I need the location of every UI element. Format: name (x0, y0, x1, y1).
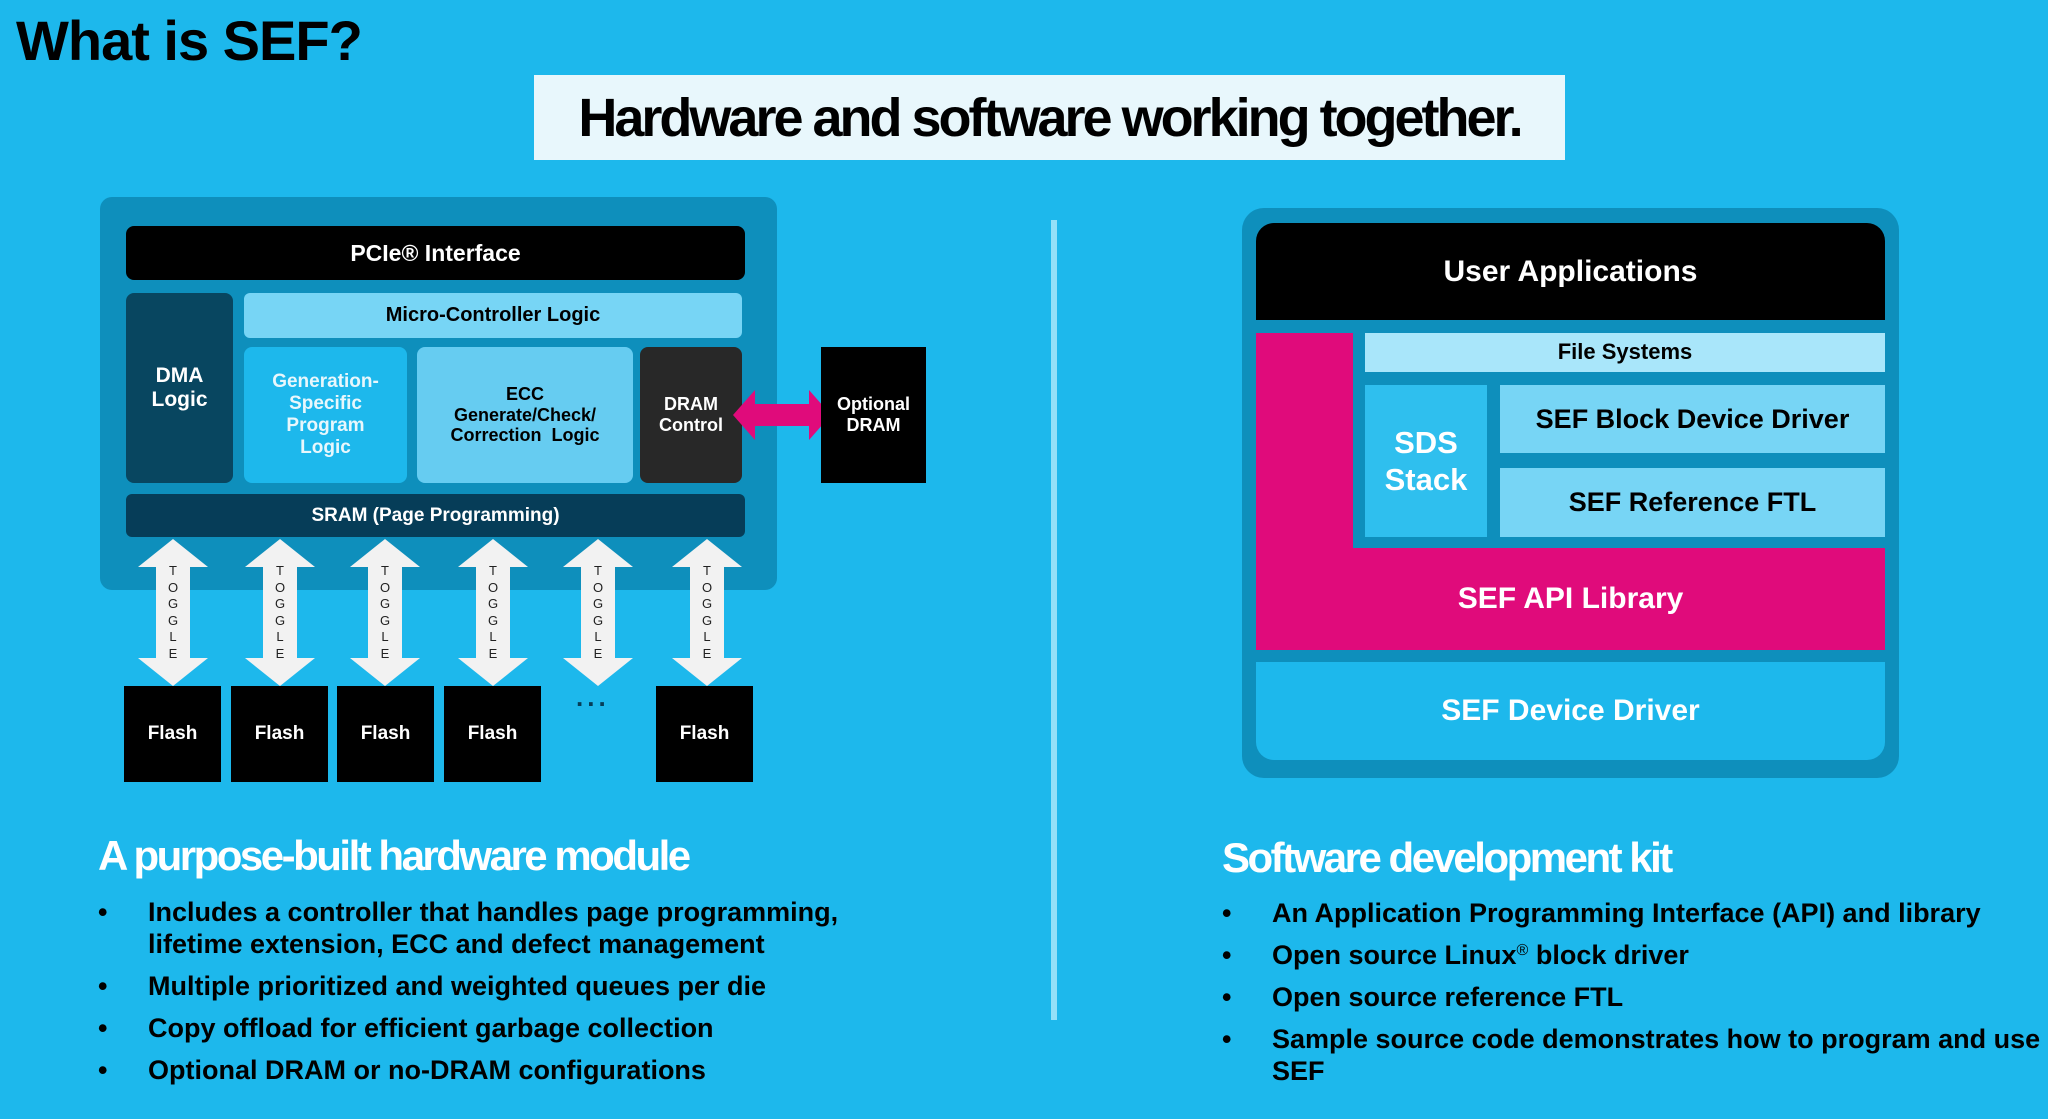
more-flash-ellipsis: ... (576, 682, 610, 712)
optional-dram-line2: DRAM (846, 415, 901, 435)
gen-line4: Logic (300, 436, 351, 458)
dram-control-line1: DRAM (663, 394, 718, 415)
ecc-line2: Generate/Check/ (453, 404, 597, 425)
sef-block-device-driver-block: SEF Block Device Driver (1500, 385, 1885, 453)
sram-page-programming-block: SRAM (Page Programming) (126, 494, 745, 537)
dram-control-line2: Control (659, 415, 723, 435)
hardware-section-heading: A purpose-built hardware module (98, 832, 691, 879)
software-section-heading: Software development kit (1222, 834, 1673, 881)
bullet-icon: • (1222, 940, 1232, 970)
registered-mark: ® (1516, 942, 1529, 959)
sef-api-library-layer: SEF API Library (1256, 548, 1885, 650)
bullet-text: Sample source code demonstrates how to p… (1272, 1024, 2041, 1086)
hardware-bullet: • Includes a controller that handles page… (98, 896, 898, 960)
user-applications-layer: User Applications (1256, 223, 1885, 320)
bullet-text: Open source reference FTL (1272, 982, 1624, 1012)
sds-line2: Stack (1384, 462, 1468, 497)
tagline-banner: Hardware and software working together. (534, 75, 1565, 160)
tagline-text: Hardware and software working together. (578, 87, 1523, 148)
software-bullet: • Open source reference FTL (1222, 981, 2042, 1013)
bullet-text: Multiple prioritized and weighted queues… (148, 971, 767, 1001)
bullet-text: Open source Linux (1272, 940, 1517, 970)
toggle-double-arrow-icon (563, 539, 633, 686)
ecc-line3: Correction Logic (450, 425, 600, 446)
toggle-double-arrow-icon (672, 539, 742, 686)
toggle-double-arrow-icon (245, 539, 315, 686)
sef-device-driver-layer: SEF Device Driver (1256, 662, 1885, 760)
hardware-bullet: • Multiple prioritized and weighted queue… (98, 970, 898, 1002)
toggle-double-arrow-icon (350, 539, 420, 686)
toggle-double-arrow-icon (138, 539, 208, 686)
ecc-line1: ECC (505, 383, 544, 404)
software-bullet: • Sample source code demonstrates how to … (1222, 1023, 2042, 1087)
toggle-double-arrow-icon (458, 539, 528, 686)
page-title: What is SEF? (16, 9, 363, 72)
flash-block: Flash (444, 686, 541, 782)
sds-line1: SDS (1394, 424, 1458, 460)
gen-line3: Program (286, 415, 365, 436)
bullet-icon: • (1222, 1024, 1232, 1054)
flash-block: Flash (124, 686, 221, 782)
software-bullet: • An Application Programming Interface (A… (1222, 897, 2042, 929)
micro-controller-logic-block: Micro-Controller Logic (244, 293, 742, 338)
hardware-bullet: • Copy offload for efficient garbage coll… (98, 1012, 898, 1044)
bullet-icon: • (1222, 898, 1232, 928)
flash-block: Flash (231, 686, 328, 782)
bullet-icon: • (98, 971, 108, 1001)
bullet-text-tail: block driver (1528, 940, 1689, 970)
software-bullet: • Open source Linux® block driver (1222, 939, 2042, 971)
dma-line1: DMA (155, 363, 204, 387)
file-systems-layer: File Systems (1365, 333, 1885, 372)
hardware-bullet-list: • Includes a controller that handles page… (98, 896, 898, 1096)
bullet-text: An Application Programming Interface (AP… (1272, 898, 1981, 928)
dma-line2: Logic (151, 388, 208, 411)
bullet-text: Includes a controller that handles page … (148, 897, 839, 959)
dram-link-double-arrow-icon (733, 390, 831, 440)
pcie-interface-block: PCIe® Interface (126, 226, 745, 280)
bullet-text: Optional DRAM or no-DRAM configurations (148, 1055, 706, 1085)
bullet-icon: • (98, 1013, 108, 1043)
ecc-logic-block: ECC Generate/Check/ Correction Logic (417, 347, 633, 483)
api-library-side-column (1256, 333, 1353, 549)
bullet-text: Copy offload for efficient garbage colle… (148, 1013, 714, 1043)
section-divider (1051, 220, 1057, 1020)
flash-block: Flash (656, 686, 753, 782)
optional-dram-line1: Optional (837, 394, 910, 415)
gen-line2: Specific (289, 393, 362, 415)
sef-reference-ftl-block: SEF Reference FTL (1500, 468, 1885, 537)
flash-block: Flash (337, 686, 434, 782)
software-bullet-list: • An Application Programming Interface (A… (1222, 897, 2042, 1097)
bullet-icon: • (98, 897, 108, 927)
generation-specific-program-logic-block: Generation- Specific Program Logic (244, 347, 407, 483)
bullet-icon: • (98, 1055, 108, 1085)
gen-line1: Generation- (272, 371, 379, 393)
bullet-icon: • (1222, 982, 1232, 1012)
hardware-bullet: • Optional DRAM or no-DRAM configurations (98, 1054, 898, 1086)
